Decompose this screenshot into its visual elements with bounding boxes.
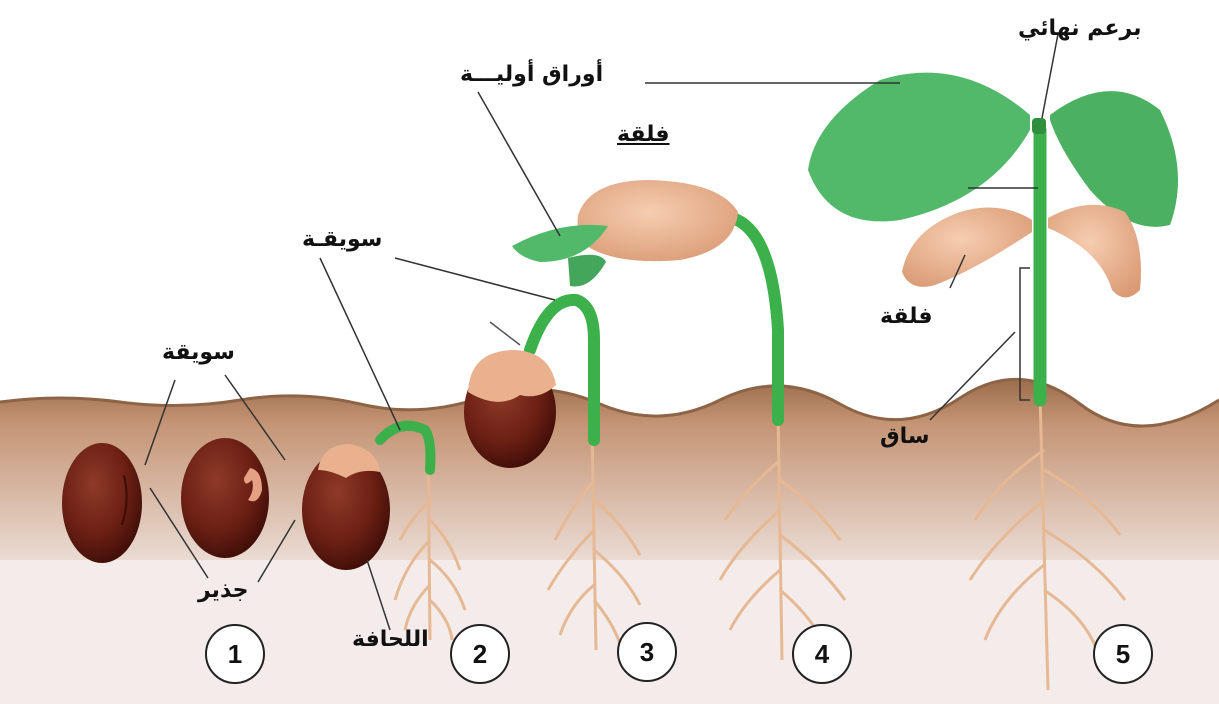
- stage5-leaf-right: [1050, 91, 1178, 227]
- label-stem: ساق: [880, 426, 930, 448]
- label-hypocotyl-mid: سويقـة: [302, 229, 382, 251]
- stage5-cotyledon-left: [902, 208, 1032, 287]
- leader-bud: [1042, 34, 1058, 118]
- stage5-bud: [1032, 118, 1046, 134]
- label-radicle: جذير: [198, 580, 249, 602]
- label-cotyledon-right: فلقة: [880, 306, 933, 328]
- stage-number-3: 3: [617, 622, 677, 682]
- leader-hypocotyl-3: [395, 258, 555, 300]
- stage-number-4: 4: [792, 624, 852, 684]
- stage4-leaf-2: [568, 255, 606, 287]
- label-cotyledon-top: فلقة: [617, 124, 670, 146]
- stage-number-1: 1: [205, 624, 265, 684]
- stage4-cotyledon: [578, 180, 739, 261]
- label-seed-coat: اللحافة: [352, 629, 429, 651]
- label-hypocotyl-left: سويقة: [162, 342, 235, 364]
- label-terminal-bud: برعم نهائي: [1018, 18, 1141, 40]
- stage-number-2: 2: [450, 624, 510, 684]
- stage5-cotyledon-right: [1048, 205, 1141, 298]
- stage3-hook-mark: [490, 322, 520, 345]
- label-primary-leaves: أوراق أوليـــة: [460, 64, 603, 86]
- stage-number-5: 5: [1093, 624, 1153, 684]
- leader-primary-leaves: [478, 92, 560, 236]
- seed-1a: [62, 443, 142, 563]
- stage5-leaf-left: [808, 73, 1030, 222]
